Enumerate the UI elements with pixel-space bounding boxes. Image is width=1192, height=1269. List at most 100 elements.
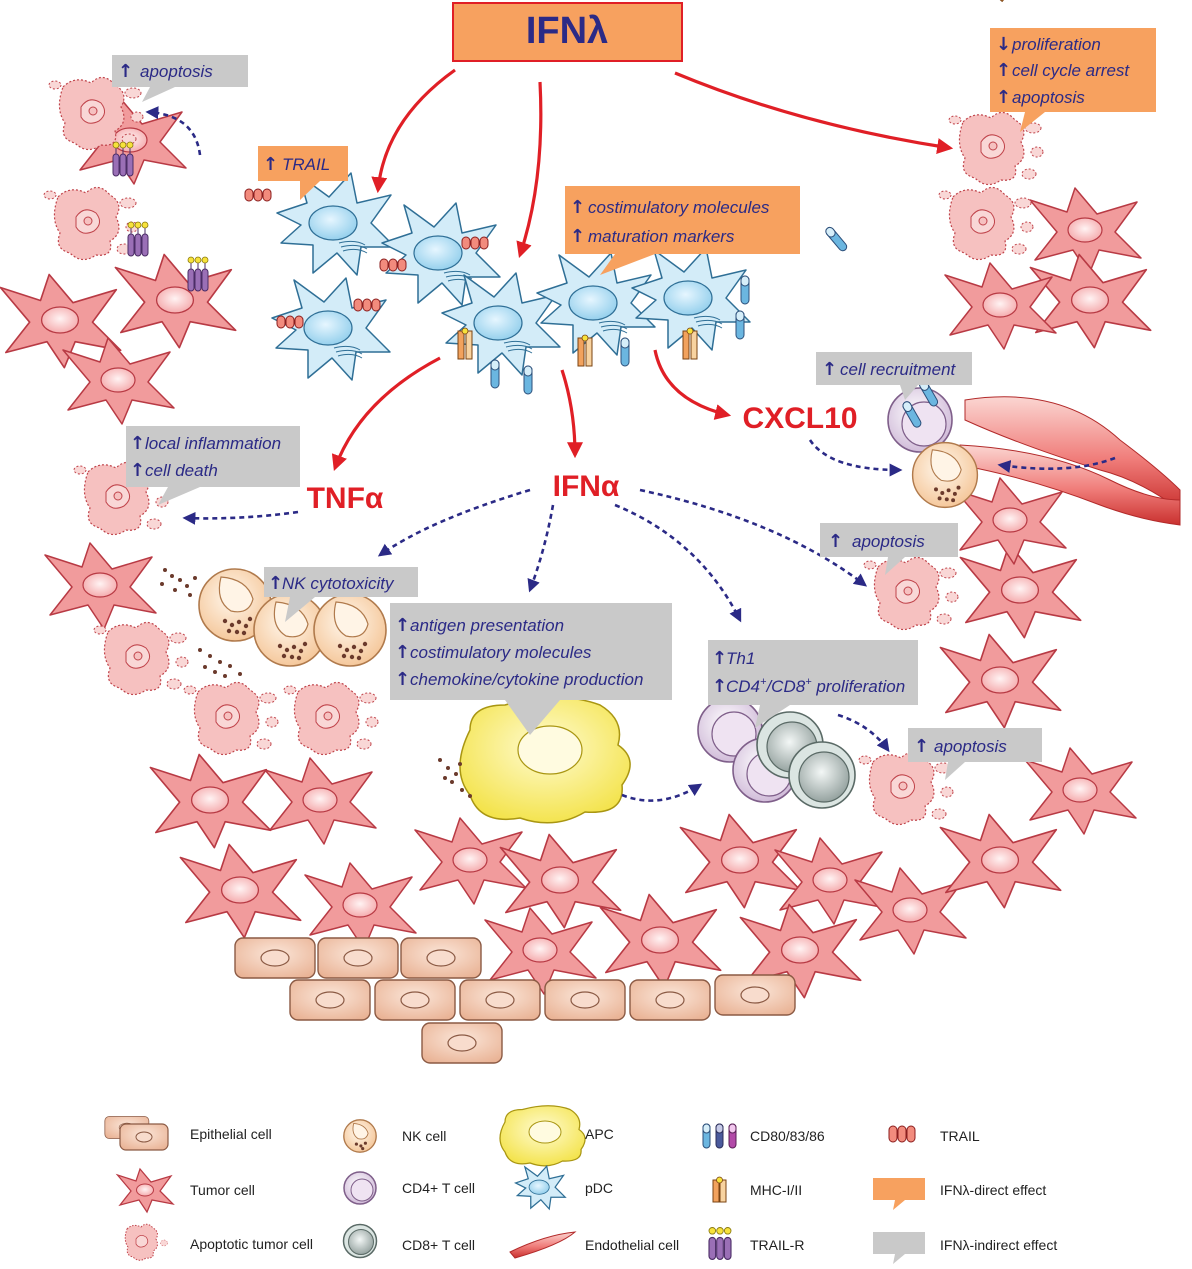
nk-cell bbox=[911, 441, 979, 509]
callout-text: cell death bbox=[145, 461, 218, 480]
callout-antigen-presentation: ↑ antigen presentation ↑ costimulatory m… bbox=[390, 603, 672, 735]
cd80-molecule bbox=[823, 225, 849, 253]
callout-text: apoptosis bbox=[934, 737, 1007, 756]
callout-costimulatory: ↑ costimulatory molecules ↑ maturation m… bbox=[565, 186, 800, 275]
legend-label: CD80/83/86 bbox=[750, 1128, 825, 1144]
cd80-molecule bbox=[490, 359, 500, 389]
cxcl10-label: CXCL10 bbox=[742, 402, 857, 435]
tnf-label: TNFα bbox=[307, 482, 384, 515]
callout-proliferation: ↓ proliferation ↑ cell cycle arrest ↑ ap… bbox=[990, 28, 1156, 132]
callout-text: apoptosis bbox=[1012, 88, 1085, 107]
callout-text: maturation markers bbox=[588, 227, 735, 246]
apc-group bbox=[438, 0, 1012, 824]
mhc-molecule bbox=[977, 0, 1012, 2]
legend-label: TRAIL bbox=[940, 1128, 980, 1144]
legend-label: CD8+ T cell bbox=[402, 1237, 475, 1253]
epithelial-cell bbox=[459, 979, 541, 1021]
arrow-ifna-to-apc bbox=[527, 504, 555, 593]
legend-label: TRAIL-R bbox=[750, 1237, 804, 1253]
legend-label: Endothelial cell bbox=[585, 1237, 679, 1253]
callout-nk-cytotoxicity: ↑ NK cytotoxicity bbox=[264, 567, 418, 622]
svg-text:↑: ↑ bbox=[395, 642, 410, 663]
tumor-cell bbox=[179, 843, 302, 939]
callout-text: cell cycle arrest bbox=[1012, 61, 1130, 80]
blood-vessel bbox=[887, 387, 1181, 526]
direct-effect-arrows bbox=[331, 68, 954, 472]
tumor-cell bbox=[679, 813, 802, 909]
trail-r-molecule bbox=[112, 141, 134, 177]
legend-label: APC bbox=[585, 1126, 614, 1142]
pdc-cell bbox=[536, 252, 656, 356]
svg-text:↓: ↓ bbox=[996, 34, 1011, 55]
apoptotic-tumor-cell bbox=[283, 681, 379, 756]
mhc-molecule bbox=[682, 327, 698, 360]
callout-th1: ↑ Th1 ↑ CD4+/CD8+ proliferation bbox=[708, 640, 918, 728]
svg-text:↑: ↑ bbox=[914, 736, 929, 757]
apoptotic-tumor-cell bbox=[938, 186, 1034, 261]
callout-text: costimulatory molecules bbox=[410, 643, 592, 662]
svg-text:↑: ↑ bbox=[822, 359, 837, 380]
tumor-cell bbox=[854, 867, 967, 955]
legend-label: NK cell bbox=[402, 1128, 446, 1144]
trail-r-molecule bbox=[127, 221, 149, 257]
epithelial-cell bbox=[629, 979, 711, 1021]
epithelial-cell bbox=[289, 979, 371, 1021]
arrow-to-tumor-right bbox=[674, 71, 954, 154]
apoptotic-tumor-cell bbox=[863, 556, 959, 631]
callout-trail: ↑ TRAIL bbox=[258, 146, 348, 200]
callout-text: antigen presentation bbox=[410, 616, 564, 635]
callout-text: apoptosis bbox=[140, 62, 213, 81]
legend-label: Epithelial cell bbox=[190, 1126, 272, 1142]
arrow-to-tnf bbox=[331, 356, 441, 472]
callout-apoptosis-right: ↑ apoptosis bbox=[820, 523, 958, 575]
svg-text:↑: ↑ bbox=[570, 226, 585, 247]
ifna-label: IFNα bbox=[553, 470, 620, 503]
tumor-cell bbox=[149, 753, 272, 849]
t-cell-cluster bbox=[697, 697, 856, 809]
cd80-molecule bbox=[735, 310, 745, 340]
svg-text:↑: ↑ bbox=[712, 648, 727, 669]
callout-text: local inflammation bbox=[145, 434, 281, 453]
svg-text:↑: ↑ bbox=[118, 61, 133, 82]
title-text: IFNλ bbox=[526, 10, 608, 52]
epithelial-cell bbox=[234, 937, 316, 979]
svg-text:↑: ↑ bbox=[395, 615, 410, 636]
cd8-t-cell bbox=[788, 741, 856, 809]
arrow-tcells-to-apoptosis bbox=[837, 713, 890, 753]
arrow-to-trail-pdc bbox=[371, 68, 456, 194]
svg-text:↑: ↑ bbox=[996, 60, 1011, 81]
svg-text:↑: ↑ bbox=[268, 573, 283, 594]
callout-text: Th1 bbox=[726, 649, 755, 668]
legend-label: Apoptotic tumor cell bbox=[190, 1236, 313, 1252]
tumor-cell bbox=[114, 253, 237, 349]
epithelial-cell bbox=[544, 979, 626, 1021]
arrow-to-cxcl10 bbox=[653, 349, 732, 420]
svg-text:↑: ↑ bbox=[828, 531, 843, 552]
legend-label: IFNλ-indirect effect bbox=[940, 1237, 1057, 1253]
arrow-vessel-to-nk bbox=[997, 456, 1116, 473]
tumor-cell bbox=[62, 337, 175, 425]
tumor-cell bbox=[1029, 253, 1152, 349]
legend-label: Tumor cell bbox=[190, 1182, 255, 1198]
callout-text: TRAIL bbox=[282, 155, 330, 174]
trail-molecule bbox=[379, 258, 407, 272]
trail-molecule bbox=[461, 236, 489, 250]
svg-text:↑: ↑ bbox=[570, 197, 585, 218]
callout-text: proliferation bbox=[1011, 35, 1101, 54]
cd80-molecule bbox=[620, 337, 630, 367]
arrow-apc-to-tcells bbox=[621, 783, 703, 802]
arrow-to-ifna bbox=[560, 369, 583, 459]
apoptotic-tumor-cell bbox=[43, 186, 139, 261]
apoptotic-tumor-cell bbox=[183, 681, 279, 756]
callout-text: chemokine/cytokine production bbox=[410, 670, 643, 689]
callout-text: apoptosis bbox=[852, 532, 925, 551]
arrow-ifna-to-tcells bbox=[614, 503, 742, 623]
nk-cell bbox=[313, 593, 387, 667]
arrow-to-apoptosis-topleft bbox=[145, 106, 202, 156]
svg-text:↑: ↑ bbox=[263, 154, 278, 175]
tumor-cell bbox=[44, 542, 157, 630]
svg-text:↑: ↑ bbox=[130, 433, 145, 454]
arrow-tnf-to-cells bbox=[182, 510, 299, 525]
apc-granules bbox=[438, 758, 472, 798]
ifn-lambda-title-box: IFNλ bbox=[452, 2, 683, 62]
